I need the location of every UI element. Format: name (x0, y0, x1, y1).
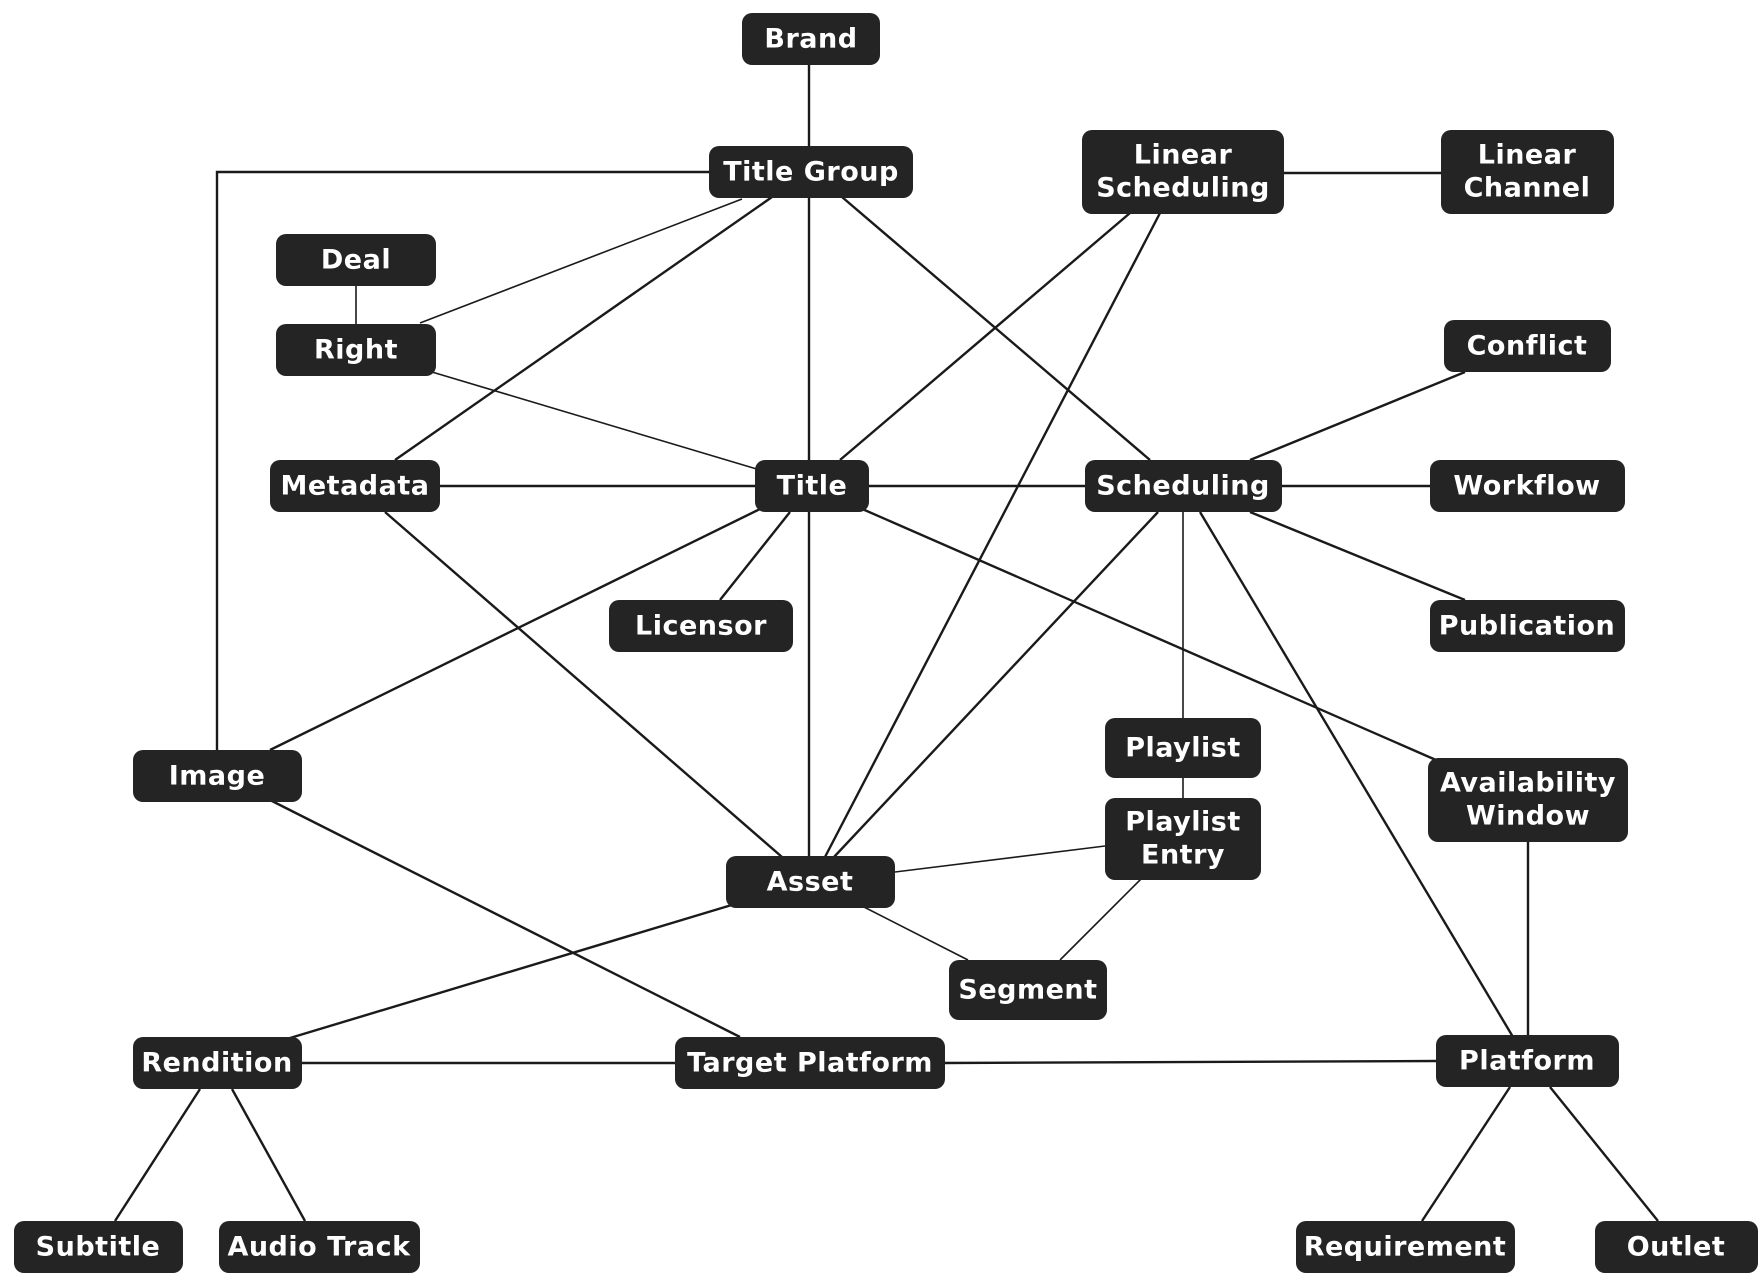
node-licensor-label: Licensor (635, 611, 767, 642)
node-workflow[interactable]: Workflow (1430, 460, 1625, 512)
node-platform[interactable]: Platform (1436, 1035, 1619, 1087)
node-playlist-entry-label-line1: Playlist (1125, 807, 1241, 838)
edge-conflict-scheduling (1249, 370, 1466, 462)
node-brand[interactable]: Brand (742, 13, 880, 65)
node-linear-scheduling[interactable]: Linear Scheduling (1082, 130, 1284, 214)
edge-asset-segment (861, 905, 969, 961)
edge-scheduling-asset (833, 511, 1159, 858)
node-metadata[interactable]: Metadata (270, 460, 440, 512)
node-target-platform[interactable]: Target Platform (675, 1037, 945, 1089)
node-subtitle[interactable]: Subtitle (14, 1221, 183, 1273)
node-rendition[interactable]: Rendition (133, 1037, 302, 1089)
edge-scheduling-platform (1198, 511, 1515, 1038)
node-asset-label: Asset (767, 867, 854, 898)
edge-platform-outlet (1549, 1086, 1659, 1222)
edges (113, 64, 1659, 1222)
edge-target-platform-platform (944, 1059, 1438, 1065)
node-metadata-label: Metadata (281, 471, 430, 502)
node-deal-label: Deal (321, 245, 391, 276)
node-platform-label: Platform (1459, 1046, 1595, 1077)
edge-linear-scheduling-title (839, 212, 1131, 461)
node-scheduling-label: Scheduling (1096, 471, 1270, 502)
node-rendition-label: Rendition (141, 1048, 292, 1079)
node-linear-scheduling-label-line2: Scheduling (1096, 173, 1270, 204)
node-target-platform-label: Target Platform (687, 1048, 933, 1079)
edge-title-group-right (419, 198, 743, 324)
node-outlet[interactable]: Outlet (1595, 1221, 1758, 1273)
node-linear-scheduling-label-line1: Linear (1134, 140, 1233, 171)
node-segment[interactable]: Segment (949, 960, 1107, 1020)
node-workflow-label: Workflow (1453, 471, 1600, 502)
edge-rendition-subtitle (113, 1088, 202, 1222)
node-licensor[interactable]: Licensor (609, 600, 793, 652)
nodes: Brand Title Group Linear Scheduling Line… (14, 13, 1758, 1273)
edge-linear-scheduling-asset (823, 212, 1162, 858)
node-segment-label: Segment (958, 975, 1097, 1006)
edge-asset-playlist-entry (894, 845, 1106, 873)
edge-title-image (269, 506, 763, 752)
node-conflict[interactable]: Conflict (1444, 320, 1611, 372)
node-requirement[interactable]: Requirement (1296, 1221, 1515, 1273)
node-image[interactable]: Image (133, 750, 302, 802)
node-asset[interactable]: Asset (726, 856, 895, 908)
edge-scheduling-publication (1249, 510, 1466, 602)
node-title[interactable]: Title (755, 460, 869, 512)
node-brand-label: Brand (764, 24, 857, 55)
node-title-group[interactable]: Title Group (709, 146, 913, 198)
edge-metadata-asset (384, 511, 783, 858)
node-availability-window-label-line2: Window (1466, 801, 1590, 832)
node-playlist-entry-label-line2: Entry (1141, 840, 1225, 871)
node-audio-track[interactable]: Audio Track (219, 1221, 420, 1273)
node-title-group-label: Title Group (723, 157, 899, 188)
node-deal[interactable]: Deal (276, 234, 436, 286)
edge-title-licensor (719, 511, 791, 601)
node-image-label: Image (169, 761, 266, 792)
node-publication[interactable]: Publication (1430, 600, 1625, 652)
node-linear-channel[interactable]: Linear Channel (1441, 130, 1614, 214)
node-conflict-label: Conflict (1467, 331, 1588, 362)
node-publication-label: Publication (1439, 611, 1616, 642)
edge-platform-requirement (1420, 1086, 1512, 1222)
node-availability-window[interactable]: Availability Window (1428, 758, 1628, 842)
node-right[interactable]: Right (276, 324, 436, 376)
node-audio-track-label: Audio Track (227, 1232, 411, 1263)
edge-playlist-entry-segment (1059, 877, 1143, 961)
edge-title-group-metadata (394, 196, 773, 461)
node-title-label: Title (777, 471, 848, 502)
node-right-label: Right (314, 335, 398, 366)
node-requirement-label: Requirement (1304, 1232, 1507, 1263)
node-playlist-entry[interactable]: Playlist Entry (1105, 798, 1261, 880)
node-outlet-label: Outlet (1627, 1232, 1726, 1263)
edge-asset-rendition (289, 902, 736, 1040)
edge-right-title (431, 371, 761, 471)
node-playlist[interactable]: Playlist (1105, 718, 1261, 778)
edge-image-target-platform (269, 798, 741, 1039)
node-playlist-label: Playlist (1125, 733, 1241, 764)
edge-title-group-image (215, 170, 709, 750)
node-availability-window-label-line1: Availability (1440, 768, 1616, 799)
node-scheduling[interactable]: Scheduling (1085, 460, 1282, 512)
edge-rendition-audio-track (230, 1088, 307, 1222)
node-linear-channel-label-line1: Linear (1478, 140, 1577, 171)
edge-title-availability-window (859, 506, 1437, 762)
node-subtitle-label: Subtitle (36, 1232, 161, 1263)
node-linear-channel-label-line2: Channel (1464, 173, 1591, 204)
